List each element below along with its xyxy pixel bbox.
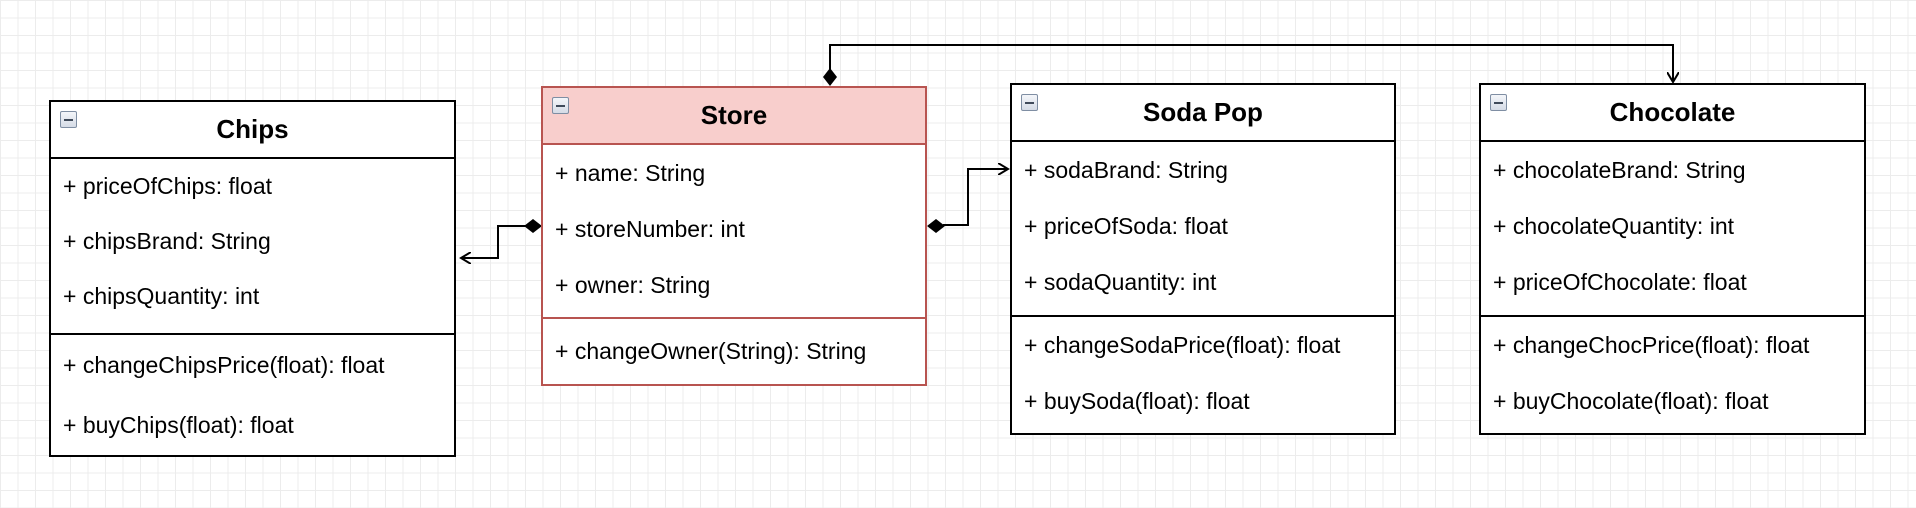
attribute: + sodaQuantity: int — [1024, 268, 1217, 295]
class-name: Soda Pop — [1143, 97, 1263, 127]
attribute: + chipsBrand: String — [63, 228, 271, 254]
method: + changeChipsPrice(float): float — [63, 351, 385, 378]
attribute: + priceOfChocolate: float — [1493, 268, 1747, 295]
method: + changeOwner(String): String — [555, 338, 867, 364]
attribute: + sodaBrand: String — [1024, 156, 1228, 183]
class-chocolate[interactable]: Chocolate + chocolateBrand: String + cho… — [1479, 83, 1866, 435]
method: + changeSodaPrice(float): float — [1024, 331, 1341, 358]
attribute: + owner: String — [555, 271, 711, 298]
class-header: Chocolate — [1481, 85, 1864, 142]
attribute: + chipsQuantity: int — [63, 283, 260, 309]
attribute: + priceOfSoda: float — [1024, 212, 1228, 239]
collapse-icon[interactable] — [1021, 94, 1038, 111]
method: + buySoda(float): float — [1024, 387, 1250, 414]
class-header: Chips — [51, 102, 454, 159]
composition-diamond-icon — [823, 68, 837, 86]
attributes-section: + priceOfChips: float + chipsBrand: Stri… — [51, 159, 454, 335]
class-soda-pop[interactable]: Soda Pop + sodaBrand: String + priceOfSo… — [1010, 83, 1396, 435]
methods-section: + changeOwner(String): String — [543, 319, 925, 384]
class-header: Soda Pop — [1012, 85, 1394, 142]
attributes-section: + chocolateBrand: String + chocolateQuan… — [1481, 142, 1864, 317]
attribute: + storeNumber: int — [555, 215, 745, 242]
collapse-icon[interactable] — [1490, 94, 1507, 111]
connector-store-sodapop[interactable] — [927, 169, 1008, 233]
collapse-icon[interactable] — [60, 111, 77, 128]
connector-store-chips[interactable] — [461, 219, 542, 258]
method: + buyChips(float): float — [63, 411, 294, 438]
attribute: + priceOfChips: float — [63, 173, 273, 199]
methods-section: + changeChocPrice(float): float + buyCho… — [1481, 317, 1864, 429]
method: + changeChocPrice(float): float — [1493, 331, 1810, 358]
class-chips[interactable]: Chips + priceOfChips: float + chipsBrand… — [49, 100, 456, 457]
methods-section: + changeSodaPrice(float): float + buySod… — [1012, 317, 1394, 429]
composition-diamond-icon — [927, 219, 945, 233]
attribute: + chocolateBrand: String — [1493, 156, 1746, 183]
method: + buyChocolate(float): float — [1493, 387, 1769, 414]
class-name: Chips — [216, 114, 289, 144]
class-header: Store — [543, 88, 925, 145]
attribute: + name: String — [555, 159, 706, 186]
attributes-section: + sodaBrand: String + priceOfSoda: float… — [1012, 142, 1394, 317]
composition-diamond-icon — [524, 219, 542, 233]
attributes-section: + name: String + storeNumber: int + owne… — [543, 145, 925, 319]
connector-store-chocolate[interactable] — [823, 44, 1673, 86]
methods-section: + changeChipsPrice(float): float + buyCh… — [51, 335, 454, 455]
class-name: Chocolate — [1609, 97, 1736, 127]
attribute: + chocolateQuantity: int — [1493, 212, 1735, 239]
collapse-icon[interactable] — [552, 97, 569, 114]
class-store[interactable]: Store + name: String + storeNumber: int … — [541, 86, 927, 386]
class-name: Store — [700, 100, 768, 130]
